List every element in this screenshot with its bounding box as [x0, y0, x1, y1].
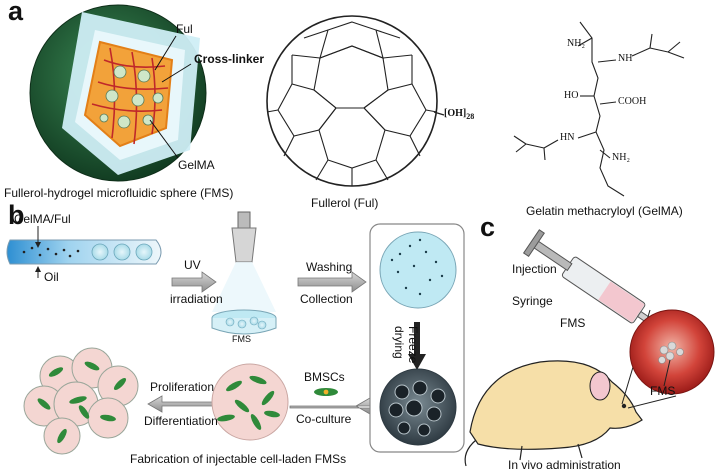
- caption-gelma: Gelatin methacryloyl (GelMA): [526, 204, 683, 218]
- label-injection: Injection: [512, 262, 557, 276]
- uv-lamp: [212, 211, 276, 312]
- label-proliferation: Proliferation: [150, 380, 215, 394]
- label-bmscs: BMSCs: [304, 370, 345, 384]
- label-freeze: Freeze: [406, 326, 420, 364]
- oh-count: 28: [466, 112, 475, 121]
- label-oil: Oil: [44, 270, 59, 284]
- tissue-zoom: [621, 309, 715, 409]
- panel-letter-b: b: [8, 200, 25, 230]
- fullerol-structure: [266, 15, 445, 187]
- label-fms-syringe: FMS: [560, 316, 586, 330]
- label-irradiation: irradiation: [170, 292, 223, 306]
- caption-invivo: In vivo administration: [508, 458, 621, 472]
- label-oh: [OH]28: [444, 108, 474, 121]
- label-gelma: GelMA: [178, 158, 215, 172]
- caption-fullerol: Fullerol (Ful): [311, 196, 379, 210]
- petri-dish: [211, 309, 277, 335]
- caption-fms: Fullerol-hydrogel microfluidic sphere (F…: [4, 186, 234, 200]
- process-arrows: [147, 271, 371, 415]
- syringe: [522, 229, 677, 340]
- panel-letter-c: c: [480, 212, 496, 242]
- label-crosslinker: Cross-linker: [194, 52, 265, 66]
- oh-group: [OH]: [444, 108, 467, 119]
- microfluidic-tube: [6, 226, 162, 278]
- label-washing: Washing: [306, 260, 353, 274]
- label-fms-dish: FMS: [232, 334, 251, 344]
- panel-letter-a: a: [8, 0, 24, 26]
- label-nh-bottom: HN: [560, 132, 575, 143]
- label-nh2-bottom: NH₂: [612, 152, 630, 163]
- porous-fms: [379, 368, 457, 446]
- gelma-structure: [513, 21, 685, 197]
- fms-particles: [390, 238, 444, 296]
- caption-fabrication: Fabrication of injectable cell-laden FMS…: [130, 452, 347, 466]
- bmsc-cell: [314, 388, 338, 396]
- label-nh2-top: NH₂: [567, 38, 585, 49]
- fms-cluster: [23, 347, 139, 455]
- label-drying: drying: [392, 326, 406, 359]
- label-fms-zoom: FMS: [650, 384, 676, 398]
- mouse: [464, 360, 643, 467]
- label-gelma-ful: GelMA/Ful: [14, 212, 71, 226]
- label-ho: HO: [564, 90, 579, 101]
- label-coculture: Co-culture: [296, 412, 352, 426]
- label-ful: Ful: [176, 22, 193, 36]
- label-collection: Collection: [300, 292, 353, 306]
- label-uv: UV: [184, 258, 201, 272]
- label-cooh: COOH: [618, 96, 647, 107]
- fms-sphere-illustration: [29, 4, 207, 182]
- label-differentiation: Differentiation: [144, 414, 218, 428]
- collected-fms: [369, 223, 465, 453]
- cell-laden-fms: [211, 363, 289, 441]
- label-nh-top: NH: [618, 53, 633, 64]
- label-syringe: Syringe: [512, 294, 553, 308]
- freeze-arrow: [408, 322, 426, 370]
